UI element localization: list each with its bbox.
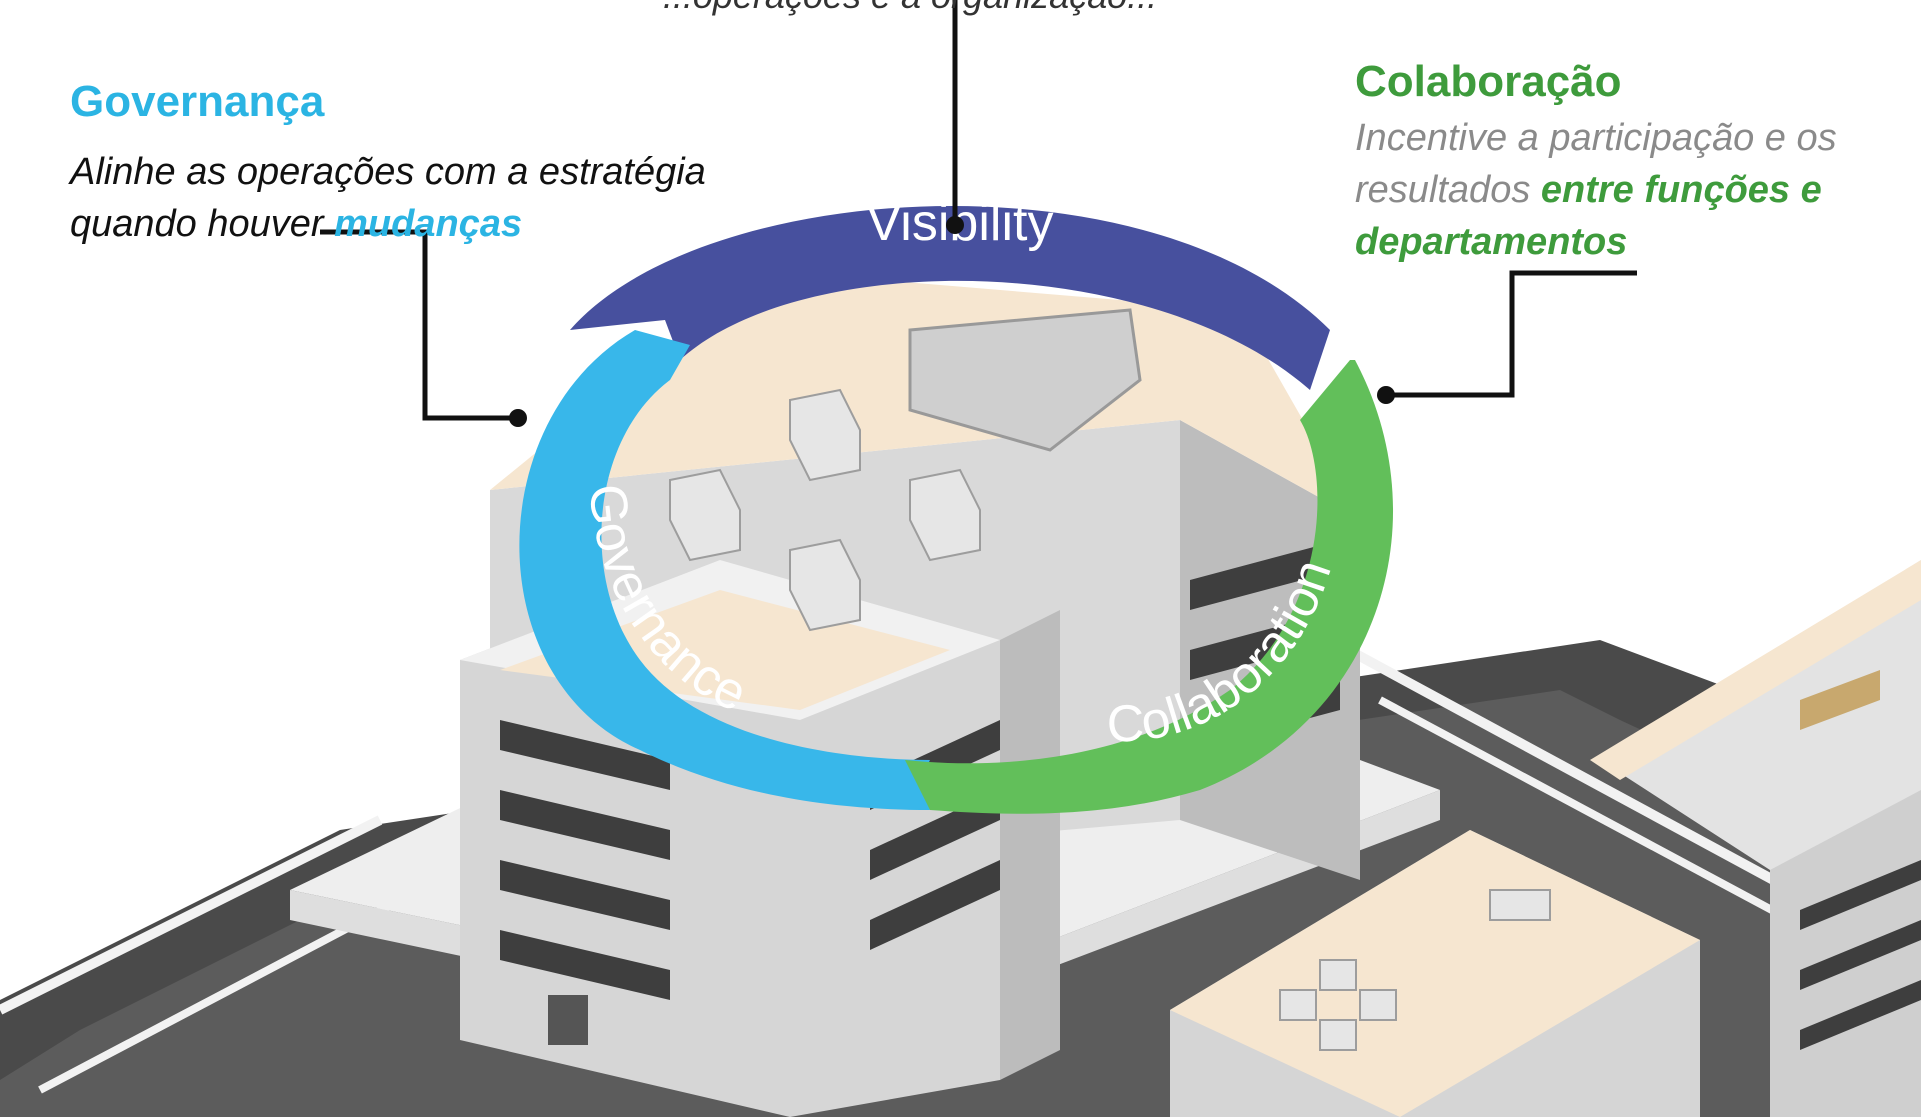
visibility-caption-fragment: ...operações e a organização...	[560, 0, 1260, 22]
governance-desc-highlight: mudanças	[334, 203, 523, 245]
governance-arrow	[519, 330, 930, 810]
visibility-arrow	[570, 205, 1330, 390]
callout-connectors	[320, 0, 1637, 421]
governance-title: Governança	[70, 77, 325, 126]
collaboration-desc-line1: Incentive a participação e os	[1355, 117, 1837, 159]
collaboration-connector-dot	[1377, 386, 1395, 404]
collaboration-desc-line3: departamentos	[1355, 221, 1628, 263]
governance-desc-line2-prefix: quando houver	[70, 203, 324, 245]
governance-description: Alinhe as operações com a estratégia qua…	[70, 146, 810, 250]
collaboration-title: Colaboração	[1355, 57, 1622, 106]
collaboration-arrow	[905, 360, 1394, 814]
collaboration-desc-highlight: entre funções e	[1540, 169, 1822, 211]
collaboration-description: Incentive a participação e os resultados…	[1355, 112, 1915, 268]
governance-desc-line1: Alinhe as operações com a estratégia	[70, 151, 706, 193]
right-buildings	[1170, 560, 1921, 1117]
visibility-connector-dot	[946, 216, 964, 234]
collaboration-desc-line2-prefix: resultados	[1355, 169, 1531, 211]
governance-connector-dot	[509, 409, 527, 427]
governance-connector	[320, 229, 518, 421]
collaboration-connector	[1386, 270, 1637, 398]
